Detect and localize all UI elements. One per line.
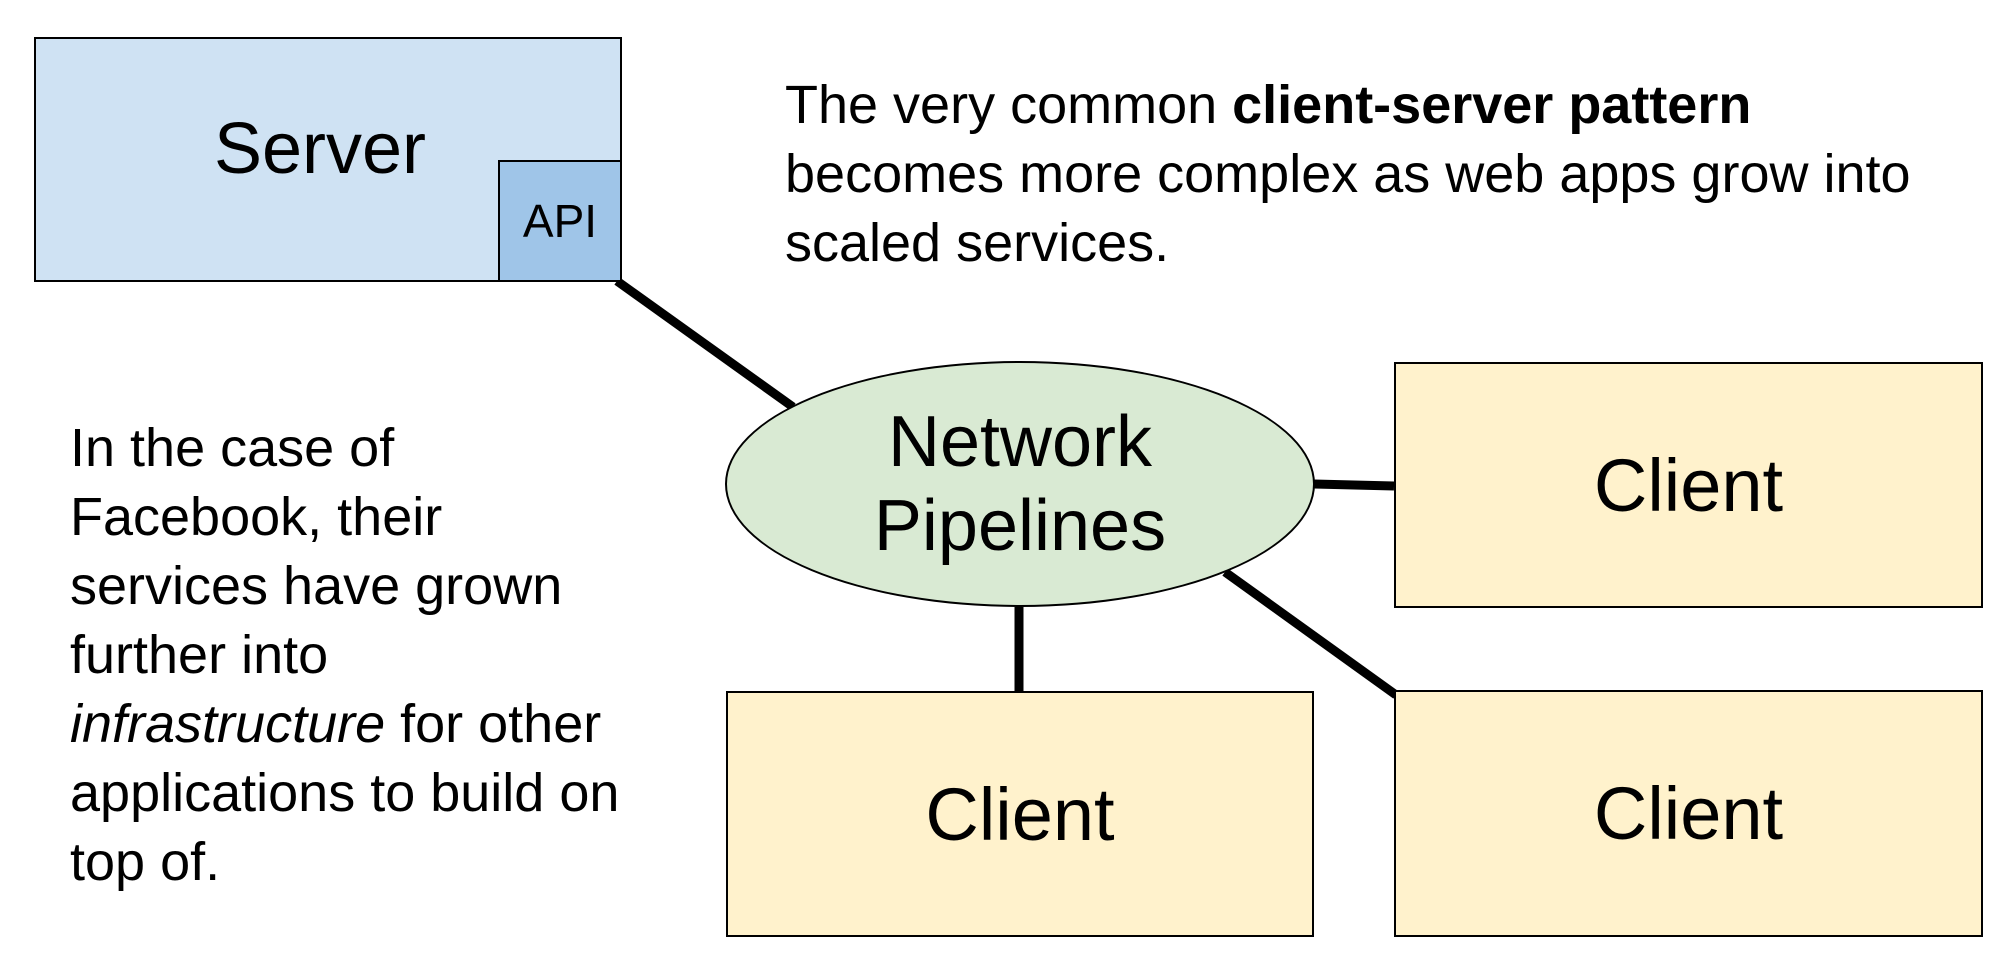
api-box: API <box>498 160 622 282</box>
api-label: API <box>522 195 598 247</box>
server-to-network-line <box>614 277 796 411</box>
client-label: Client <box>1593 443 1784 527</box>
network-to-client-bottom-right-line <box>1222 568 1399 699</box>
intro-text-start: The very common <box>785 75 1233 135</box>
network-to-client-right-top-line <box>1313 479 1395 491</box>
intro-paragraph: The very common client-server pattern be… <box>785 71 1935 278</box>
facebook-paragraph: In the case of Facebook, their services … <box>70 414 630 897</box>
server-box: Server <box>34 37 622 282</box>
facebook-text-italic: infrastructure <box>70 694 386 754</box>
client-box-right-top: Client <box>1394 362 1983 608</box>
network-label-line1: Network <box>887 401 1153 482</box>
client-label: Client <box>925 772 1115 856</box>
facebook-text-end: for other applications to build on top o… <box>70 694 620 892</box>
intro-text-bold: client-server pattern <box>1232 75 1752 135</box>
network-label-line2: Pipelines <box>873 486 1167 566</box>
client-box-bottom-right: Client <box>1394 690 1983 937</box>
server-label: Server <box>213 109 427 189</box>
intro-text-end: becomes more complex as web apps grow in… <box>785 144 1911 273</box>
client-box-bottom-middle: Client <box>726 691 1314 937</box>
client-label: Client <box>1593 772 1784 855</box>
network-pipelines-ellipse: Network Pipelines <box>725 361 1315 607</box>
facebook-text-start: In the case of Facebook, their services … <box>70 418 563 685</box>
